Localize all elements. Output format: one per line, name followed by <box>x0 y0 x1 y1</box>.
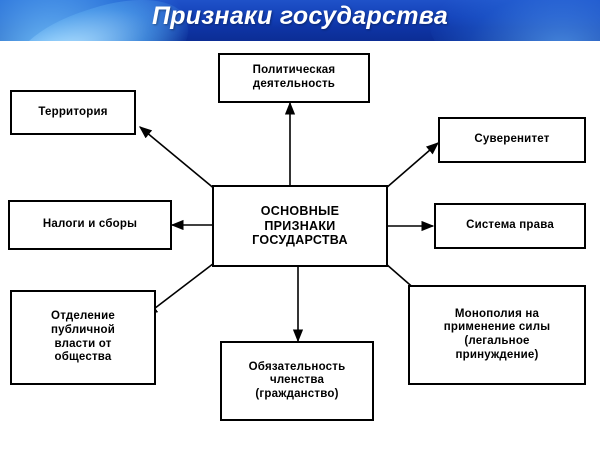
banner-underline <box>0 41 600 45</box>
diagram-canvas: ОСНОВНЫЕ ПРИЗНАКИ ГОСУДАРСТВА Территория… <box>0 45 600 450</box>
node-public-power[interactable]: Отделение публичной власти от общества <box>10 290 156 385</box>
page-title: Признаки государства <box>151 2 449 30</box>
title-banner: Признаки государства <box>0 0 600 45</box>
arrow-to-public-power <box>144 256 223 316</box>
node-sovereignty[interactable]: Суверенитет <box>438 117 586 163</box>
node-force-monopoly[interactable]: Монополия на применение силы (легальное … <box>408 285 586 385</box>
arrow-to-territory <box>139 126 223 196</box>
node-political-activity[interactable]: Политическая деятельность <box>218 53 370 103</box>
node-membership[interactable]: Обязательность членства (гражданство) <box>220 341 374 421</box>
node-taxes[interactable]: Налоги и сборы <box>8 200 172 250</box>
arrow-to-sovereignty <box>377 142 439 196</box>
banner-glow-right-icon <box>430 0 600 45</box>
node-territory[interactable]: Территория <box>10 90 136 135</box>
arrow-layer <box>139 101 441 343</box>
node-center[interactable]: ОСНОВНЫЕ ПРИЗНАКИ ГОСУДАРСТВА <box>212 185 388 267</box>
node-law-system[interactable]: Система права <box>434 203 586 249</box>
